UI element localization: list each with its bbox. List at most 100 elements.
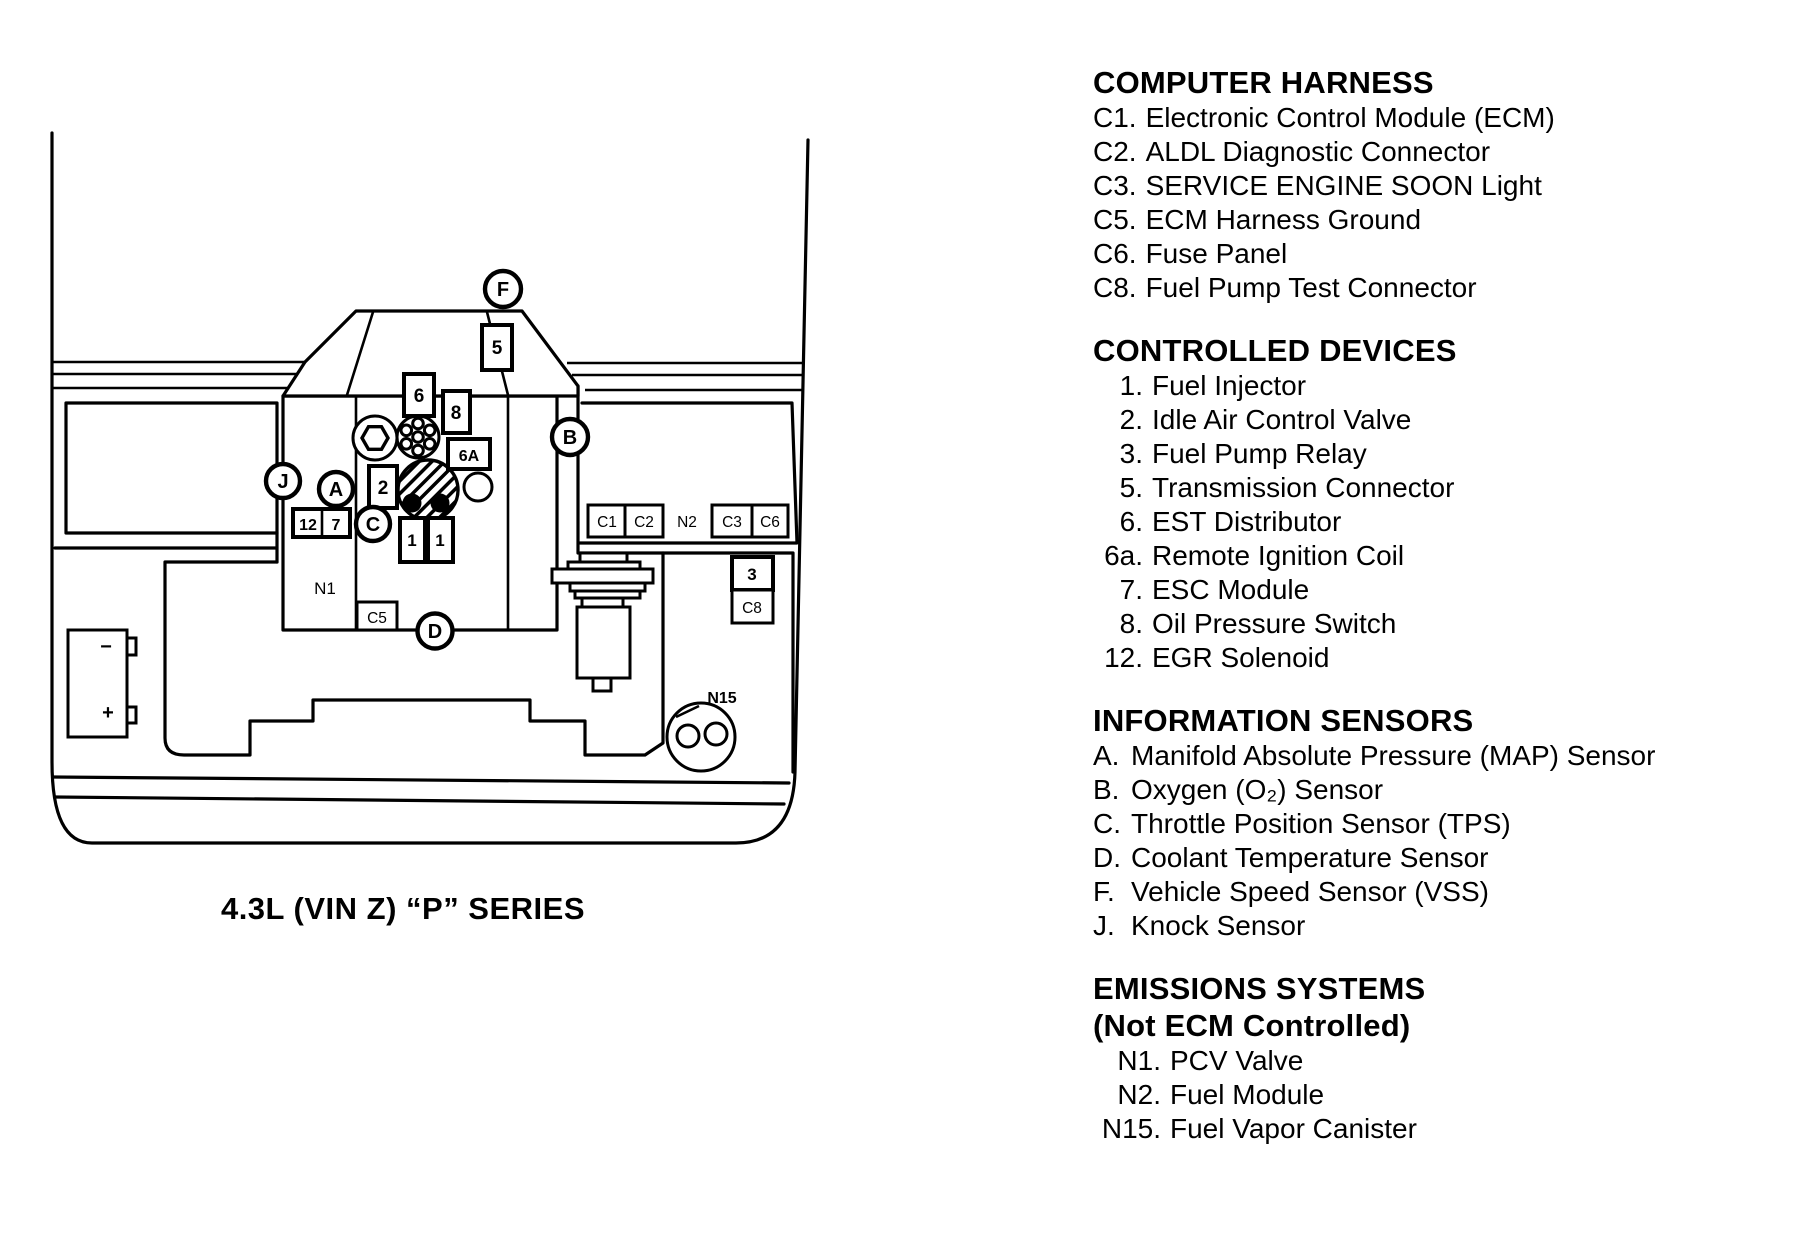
distributor-tower <box>422 437 437 451</box>
marker-a: A <box>329 479 343 501</box>
item-id: A. <box>1093 740 1120 771</box>
connector-row: C1 C2 N2 C3 C6 <box>586 503 790 539</box>
legend-item: C6. Fuse Panel <box>1093 237 1798 271</box>
marker-a-circle <box>316 469 356 509</box>
legend-item: C.Throttle Position Sensor (TPS) <box>1093 807 1798 841</box>
cowl-lines-left <box>52 360 305 390</box>
marker-c8: C8 <box>742 600 762 617</box>
battery: − + <box>66 628 138 739</box>
distributor-center <box>411 430 425 444</box>
cowl-lines-right <box>567 361 803 392</box>
item-id: C8. <box>1093 272 1137 303</box>
marker-c6: C6 <box>760 514 780 531</box>
marker-8-box <box>441 389 472 435</box>
item-label: Vehicle Speed Sensor (VSS) <box>1131 876 1489 907</box>
item-label: Transmission Connector <box>1152 472 1455 503</box>
legend-title-controlled-devices: CONTROLLED DEVICES <box>1093 333 1457 368</box>
marker-6a: 6A <box>459 448 480 465</box>
item-id: 6a. <box>1104 540 1143 571</box>
item-id: 3. <box>1119 438 1143 469</box>
marker-c: C <box>366 514 380 536</box>
right-fender-box <box>578 401 799 545</box>
item-label: Fuel Vapor Canister <box>1170 1113 1417 1144</box>
marker-c1: C1 <box>597 514 617 531</box>
legend-item: 8.Oil Pressure Switch <box>1093 607 1798 641</box>
marker-d: D <box>428 621 442 643</box>
marker-c5-box <box>355 600 399 632</box>
distributor-tower <box>422 423 437 438</box>
marker-n15: N15 <box>707 690 736 707</box>
battery-body <box>66 628 129 739</box>
vapor-canister: N15 <box>665 690 737 773</box>
left-fender-box <box>64 401 279 535</box>
marker-6a-box <box>446 437 492 471</box>
callout-squares: 5 6 8 6A 2 12 7 1 1 C5 <box>291 323 514 632</box>
vehicle-outline <box>50 131 810 845</box>
distributor-tower <box>399 437 414 451</box>
legend-item: 5. Transmission Connector <box>1093 471 1798 505</box>
item-id: 12. <box>1104 642 1143 673</box>
left-fender <box>53 401 279 564</box>
marker-b: B <box>563 427 577 449</box>
marker-f: F <box>497 279 509 301</box>
legend-item: 2.Idle Air Control Valve <box>1093 403 1798 437</box>
item-label: Fuel Injector <box>1152 370 1307 401</box>
item-label: PCV Valve <box>1170 1045 1304 1076</box>
legend-item: J. Knock Sensor <box>1093 909 1798 943</box>
legend-item: 3.Fuel Pump Relay <box>1093 437 1798 471</box>
marker-12: 12 <box>299 517 317 534</box>
item-id: C5. <box>1093 204 1137 235</box>
engine-compartment-diagram: − + N15 C1 C2 N2 C3 C6 3 C8 <box>50 131 810 926</box>
item-id: 8. <box>1119 608 1143 639</box>
legend-item: 7.ESC Module <box>1093 573 1798 607</box>
marker-6-box <box>402 372 436 418</box>
item-id: J. <box>1093 910 1115 941</box>
item-id: B. <box>1093 774 1120 805</box>
battery-terminal-neg <box>125 636 138 657</box>
engine-bay-floor <box>163 551 665 757</box>
marker-n1: N1 <box>314 579 336 598</box>
marker-j: J <box>277 471 288 493</box>
distributor-tower <box>411 416 425 431</box>
item-label: Coolant Temperature Sensor <box>1131 842 1489 873</box>
bumper-line-top <box>51 775 791 785</box>
item-id: C6. <box>1093 238 1137 269</box>
item-id: 5. <box>1119 472 1143 503</box>
distributor-tower <box>411 443 425 458</box>
battery-minus-label: − <box>100 636 112 658</box>
canister-port-right <box>703 721 729 747</box>
legend-title-emissions-systems: EMISSIONS SYSTEMS <box>1093 971 1426 1006</box>
legend-item: 6a. Remote Ignition Coil <box>1093 539 1798 573</box>
item-id: D. <box>1093 842 1121 873</box>
legend-item: C1.Electronic Control Module (ECM) <box>1093 101 1798 135</box>
legend-item: C8.Fuel Pump Test Connector <box>1093 271 1798 305</box>
marker-6: 6 <box>414 386 425 407</box>
legend-section-emissions-systems: EMISSIONS SYSTEMS (Not ECM Controlled) N… <box>1093 970 1798 1146</box>
item-label: ECM Harness Ground <box>1145 204 1422 235</box>
marker-7: 7 <box>332 517 341 534</box>
injector-dot-right <box>430 493 450 513</box>
marker-5-box <box>480 323 514 372</box>
marker-d-circle <box>415 611 455 651</box>
item-label: Remote Ignition Coil <box>1152 540 1405 571</box>
injector-dot-left <box>402 493 422 513</box>
legend-item: 12.EGR Solenoid <box>1093 641 1798 675</box>
item-label: Fuse Panel <box>1145 238 1288 269</box>
distributor <box>395 414 441 460</box>
item-id: 6. <box>1119 506 1143 537</box>
item-label: ESC Module <box>1152 574 1310 605</box>
legend-item: C5. ECM Harness Ground <box>1093 203 1798 237</box>
item-label: Electronic Control Module (ECM) <box>1145 102 1555 133</box>
legend-item: A.Manifold Absolute Pressure (MAP) Senso… <box>1093 739 1798 773</box>
item-label: Knock Sensor <box>1131 910 1306 941</box>
item-id: N1. <box>1117 1045 1161 1076</box>
marker-1-left: 1 <box>407 531 416 550</box>
marker-j-circle <box>263 461 303 501</box>
diagram-caption: 4.3L (VIN Z) “P” SERIES <box>221 891 585 926</box>
connector-c6-box <box>750 503 790 539</box>
legend-item: N2.Fuel Module <box>1093 1078 1798 1112</box>
marker-2: 2 <box>378 478 389 499</box>
item-id: C3. <box>1093 170 1137 201</box>
legend-section-controlled-devices: CONTROLLED DEVICES 1.Fuel Injector 2.Idl… <box>1093 332 1798 675</box>
